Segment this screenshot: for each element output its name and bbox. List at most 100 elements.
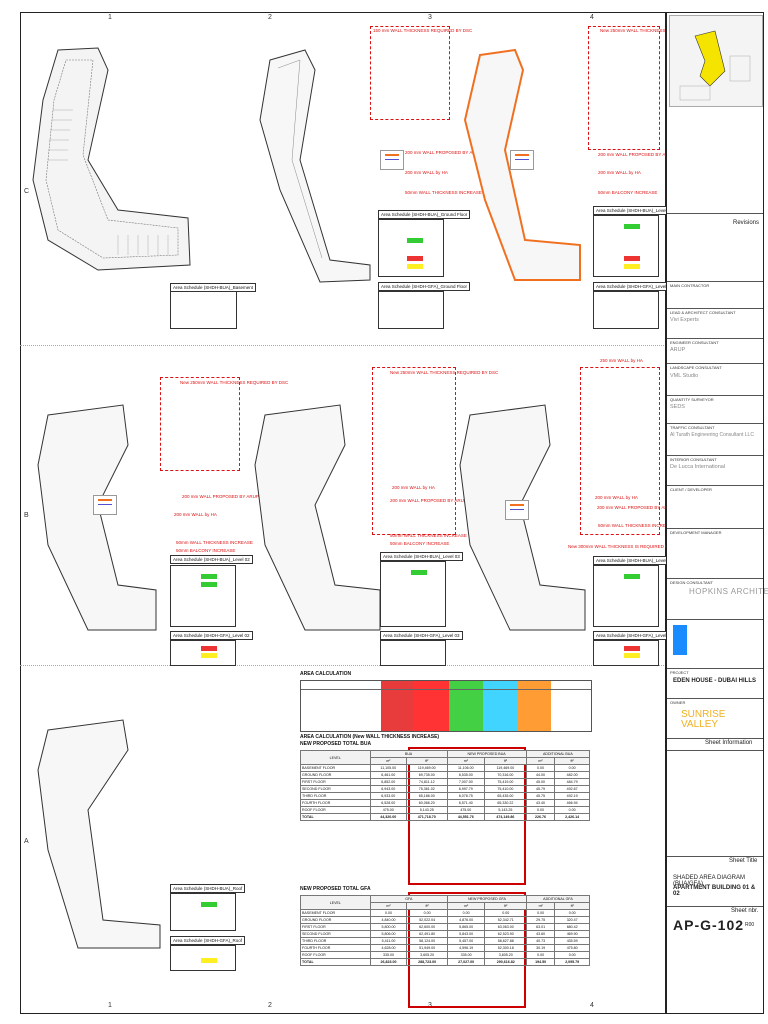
roof-gfa-schedule (170, 945, 236, 971)
row-value-cell: 0.00 (554, 806, 590, 814)
row-level-cell: TOTAL (300, 813, 371, 821)
grid-col-4-bottom: 4 (590, 1002, 594, 1009)
row-value-cell: 4,876.00 (446, 916, 486, 924)
ground-floor-plan (259, 49, 371, 283)
level02-plan (37, 404, 157, 631)
row-value-cell: 75,410.00 (484, 785, 527, 793)
ground-bua-caption: Area Schedule (SHDH-BUA)_Ground Floor (378, 210, 471, 219)
note-200mm-arup-l6: 200 mm WALL PROPOSED BY ARUP (597, 505, 674, 510)
level01-bua-caption: Area Schedule (SHDH-BUA)_Level 01 (593, 206, 676, 215)
level06-detail-box (580, 367, 660, 535)
note-50mm-increase-l6: 50mm WALL THICKNESS INCREASE (598, 523, 675, 528)
row-value-cell: 226.76 (525, 813, 556, 821)
row-value-cell: 0.00 (554, 764, 590, 772)
row-value-cell: 69,735.00 (406, 771, 448, 779)
key-plan (669, 15, 763, 107)
row-value-cell: 65,186.00 (406, 792, 448, 800)
row-level-cell: FOURTH FLOOR (300, 799, 371, 807)
row-value-cell: 62,600.00 (406, 923, 448, 931)
row-value-cell: 4,628.00 (369, 944, 408, 952)
row-value-cell: 0.00 (525, 951, 556, 959)
grid-row-c: C (24, 188, 30, 195)
row-value-cell: 65,435.00 (484, 792, 527, 800)
landscape-consultant: VML Studio (670, 373, 699, 379)
level06-gfa-schedule (593, 640, 659, 666)
row-value-cell: 44,551.76 (446, 813, 486, 821)
row-value-cell: 4,840.00 (369, 916, 408, 924)
grid-col-4: 4 (590, 14, 594, 21)
design-consultant: HOPKINS ARCHITECTS (689, 587, 768, 596)
level02-bua-schedule (170, 565, 236, 627)
gfa-subtitle: NEW PROPOSED TOTAL GFA (300, 886, 371, 892)
bua-table: LEVEL BUA NEW PROPOSED BUA ADDITIONAL BU… (300, 750, 591, 821)
roof-plan (37, 719, 161, 949)
row-value-cell: 0.00 (525, 909, 556, 917)
row-level-cell: TOTAL (300, 958, 371, 966)
gfa-col-add: ADDITIONAL GFA (525, 895, 591, 903)
bua-col-new: NEW PROPOSED BUA (446, 750, 527, 758)
level01-gfa-caption: Area Schedule (SHDH-GFA)_Level 01 (593, 282, 676, 291)
row-value-cell: 2,095.79 (554, 958, 590, 966)
level03-gfa-caption: Area Schedule (SHDH-GFA)_Level 03 (380, 631, 463, 640)
row-value-cell: 52,342.71 (484, 916, 527, 924)
row-value-cell: 2,426.14 (554, 813, 590, 821)
row-value-cell: 5,806.00 (369, 930, 408, 938)
project-name: EDEN HOUSE - DUBAI HILLS (673, 678, 757, 684)
row-value-cell: 44.00 (525, 771, 556, 779)
row-level-cell: ROOF FLOOR (300, 951, 371, 959)
row-level-cell: ROOF FLOOR (300, 806, 371, 814)
row-value-cell: 75,361.02 (406, 785, 448, 793)
row-value-cell: 3,605.20 (484, 951, 527, 959)
note-200mm-arup-l3: 200 mm WALL PROPOSED BY ARUP (390, 498, 467, 503)
row-value-cell: 62,491.80 (406, 930, 448, 938)
grid-col-3-bottom: 3 (428, 1002, 432, 1009)
level03-bua-caption: Area Schedule (SHDH-BUA)_Level 03 (380, 552, 463, 561)
row-value-cell: 27,027.00 (446, 958, 486, 966)
row-value-cell: 290,616.82 (484, 958, 527, 966)
row-value-cell: 6,933.00 (369, 792, 408, 800)
ground-legend (380, 150, 404, 170)
row-value-cell: 11,106.00 (446, 764, 486, 772)
gfa-table: LEVEL GFA NEW PROPOSED GFA ADDITIONAL GF… (300, 895, 591, 966)
row-value-cell: 43.60 (525, 930, 556, 938)
bua-col-add: ADDITIONAL BUA (525, 750, 591, 758)
row-value-cell: 6,943.00 (369, 785, 408, 793)
title-block: Revisions MAIN CONTRACTOR LEAD & ARCHITE… (666, 12, 768, 1014)
traffic-label: TRAFFIC CONSULTANT (670, 425, 715, 430)
sheet-title-2: APARTMENT BUILDING 01 & 02 (673, 885, 756, 897)
row-value-cell: 0.00 (554, 909, 590, 917)
row-value-cell: 60,066.20 (406, 799, 448, 807)
row-level-cell: THIRD FLOOR (300, 792, 371, 800)
bua-col-level: LEVEL (300, 750, 371, 765)
roof-bua-caption: Area Schedule (SHDH-BUA)_Roof (170, 884, 246, 893)
lead-consultant-label: LEAD & ARCHITECT CONSULTANT (670, 310, 736, 315)
row-value-cell: 288,723.00 (406, 958, 448, 966)
note-200mm-ha-l6: 200 mm WALL by HA (595, 495, 638, 500)
note-300mm-dsc: New 300mm WALL THICKNESS IS REQUIRED BY … (568, 544, 682, 549)
gfa-col-gfa: GFA (369, 895, 448, 903)
row-value-cell: 5,143.25 (484, 806, 527, 814)
row-value-cell: 6,078.75 (446, 792, 486, 800)
owner-label: OWNER (670, 700, 686, 705)
row-value-cell: 482.00 (554, 771, 590, 779)
level02-bua-caption: Area Schedule (SHDH-BUA)_Level 02 (170, 555, 253, 564)
ground-detail-box (370, 26, 450, 120)
row-value-cell: 45.79 (525, 785, 556, 793)
row-value-cell: 5,800.00 (369, 923, 408, 931)
id-consultant: De Lucca International (670, 464, 726, 470)
row-value-cell: 6,997.79 (446, 785, 486, 793)
row-value-cell: 680.42 (554, 923, 590, 931)
row-value-cell: 5,457.00 (446, 937, 486, 945)
row-value-cell: 29.75 (525, 916, 556, 924)
row-value-cell: 466.94 (554, 799, 590, 807)
level03-detail-box (372, 367, 456, 535)
bua-col-bua: BUA (369, 750, 448, 758)
row-value-cell: 26,823.00 (369, 958, 408, 966)
level02-gfa-schedule (170, 640, 236, 666)
